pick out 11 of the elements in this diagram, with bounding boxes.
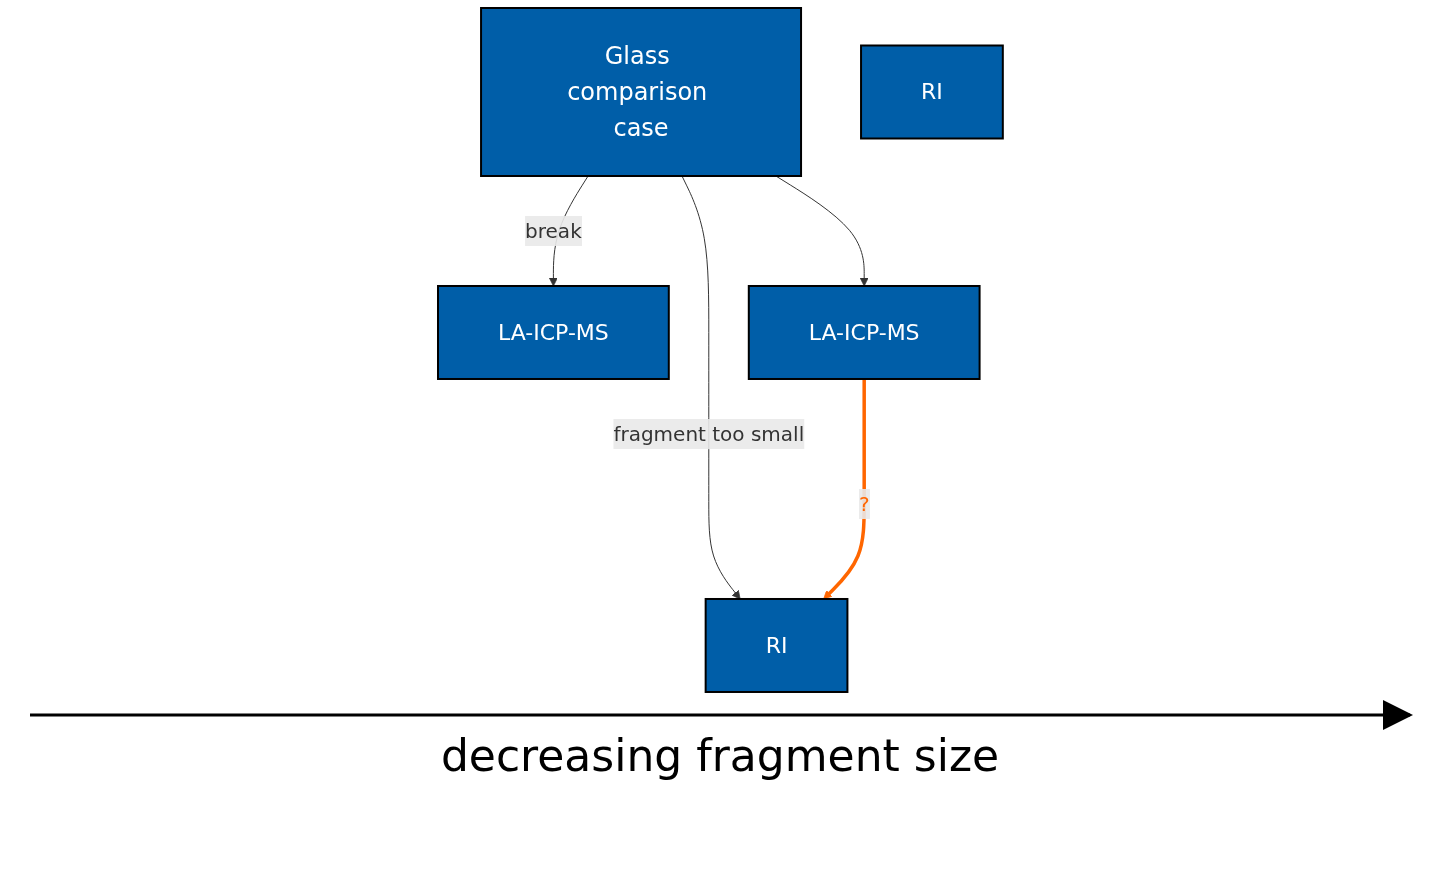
node-box: Glass comparison case xyxy=(479,7,802,177)
node-box: RI xyxy=(859,44,1004,140)
axis-label: decreasing fragment size xyxy=(440,730,1000,781)
node-box: LA-ICP-MS xyxy=(436,285,670,380)
arrow xyxy=(775,175,869,287)
edge-label: break xyxy=(524,219,582,243)
edge-label: fragment too small xyxy=(612,421,804,446)
edge-label: ? xyxy=(858,491,870,516)
node-box: LA-ICP-MS xyxy=(747,285,981,380)
node-box: RI xyxy=(704,598,848,693)
arrow xyxy=(681,175,741,600)
